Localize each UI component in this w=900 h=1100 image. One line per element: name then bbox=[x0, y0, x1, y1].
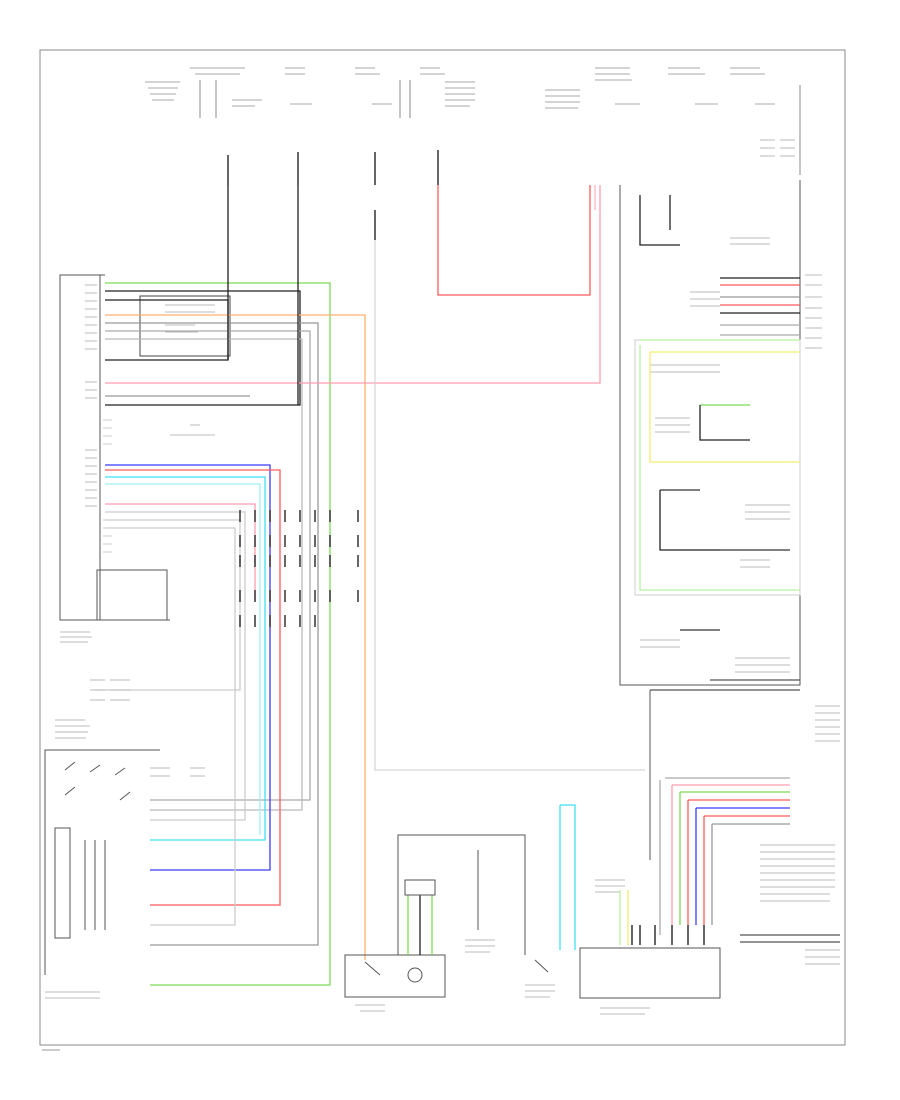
switch-inner-box bbox=[54, 827, 71, 939]
ecu-inner-block bbox=[96, 569, 168, 621]
lower-right-module bbox=[579, 705, 840, 1015]
wire-gray-2 bbox=[105, 330, 311, 801]
motor-symbol bbox=[407, 967, 423, 983]
wire-gray-5 bbox=[105, 511, 246, 821]
wire-gray-6 bbox=[95, 519, 241, 691]
wire-black-2 bbox=[105, 299, 229, 361]
right-ecu-wires bbox=[639, 195, 800, 631]
central-wires bbox=[227, 185, 645, 771]
wire-pink-long bbox=[105, 185, 601, 384]
left-ecu-wires bbox=[95, 185, 601, 986]
wire-green-top bbox=[105, 282, 331, 986]
wire-blue bbox=[105, 464, 271, 871]
diagram-frame bbox=[39, 49, 846, 1046]
wire-gray-3 bbox=[105, 338, 303, 811]
top-connectors bbox=[227, 150, 439, 240]
wire-pink-2 bbox=[105, 503, 256, 600]
wire-red bbox=[105, 469, 281, 906]
wire-gray-1 bbox=[105, 322, 319, 946]
left-switch-module bbox=[44, 679, 205, 999]
left-ecu bbox=[59, 274, 231, 643]
wire-cyan-2 bbox=[105, 483, 261, 835]
connector-ticks-left bbox=[239, 510, 359, 627]
wire-orange bbox=[105, 314, 366, 960]
wire-gray-7 bbox=[105, 527, 236, 926]
ecu-sub-box bbox=[139, 295, 231, 357]
right-ecu bbox=[619, 139, 822, 686]
lower-right-wires bbox=[649, 679, 840, 943]
right-sub-box bbox=[634, 339, 801, 596]
top-labels bbox=[145, 67, 775, 109]
wire-gray-center bbox=[374, 240, 645, 771]
wire-black-1 bbox=[105, 290, 301, 406]
top-separators bbox=[199, 80, 801, 175]
wire-pink-top bbox=[437, 185, 591, 296]
wire-cyan-1 bbox=[105, 476, 266, 841]
bottom-center-module bbox=[344, 804, 705, 1012]
